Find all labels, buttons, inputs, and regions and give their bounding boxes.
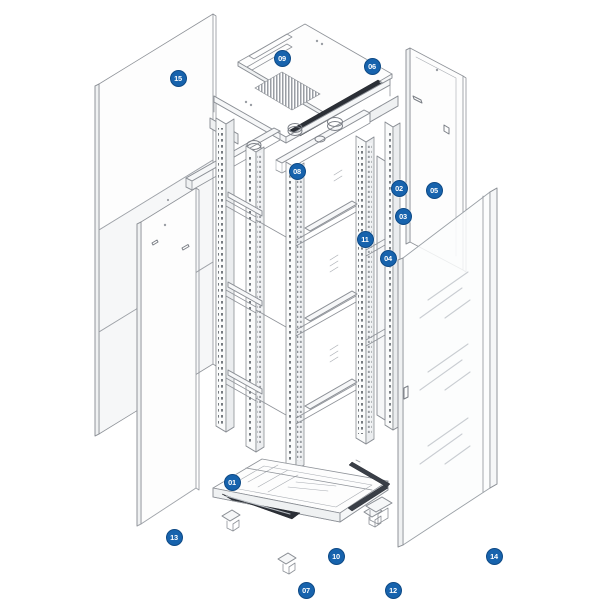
callout-badge-06[interactable]: 06: [363, 57, 381, 75]
callout-badge-12[interactable]: 12: [384, 581, 402, 599]
callout-badge-08[interactable]: 08: [288, 162, 306, 180]
rear-door-panel-art: [405, 47, 467, 273]
post-rear-right-02: [384, 121, 401, 431]
castor-wheel-right: [365, 496, 393, 525]
callout-badge-04[interactable]: 04: [379, 249, 397, 267]
leveling-foot-front-left: [221, 509, 241, 532]
left-side-panel-lower-art: [136, 187, 200, 527]
callout-badge-07[interactable]: 07: [297, 581, 315, 599]
leveling-foot-back-center: [277, 552, 297, 575]
post-center: [285, 161, 305, 471]
rack-vertical-posts-art: [215, 117, 401, 471]
callout-badge-05[interactable]: 05: [425, 181, 443, 199]
post-back-left: [215, 117, 235, 433]
callout-badge-14[interactable]: 14: [485, 547, 503, 565]
callout-badge-01[interactable]: 01: [223, 473, 241, 491]
callout-badge-13[interactable]: 13: [165, 528, 183, 546]
callout-badge-10[interactable]: 10: [327, 547, 345, 565]
callout-badge-02[interactable]: 02: [390, 179, 408, 197]
callout-badge-03[interactable]: 03: [394, 207, 412, 225]
rack-base-assembly-art: [212, 458, 393, 575]
callout-badge-09[interactable]: 09: [273, 49, 291, 67]
top-panel-art: [237, 23, 393, 137]
callout-badge-11[interactable]: 11: [356, 230, 374, 248]
post-mounting-rail-11: [355, 135, 375, 445]
depth-support-rails: [225, 199, 386, 425]
post-rear-right-03: [376, 155, 386, 421]
shelf-brackets: [227, 191, 358, 410]
front-glass-door-art: [397, 187, 498, 548]
callout-badge-15[interactable]: 15: [169, 69, 187, 87]
